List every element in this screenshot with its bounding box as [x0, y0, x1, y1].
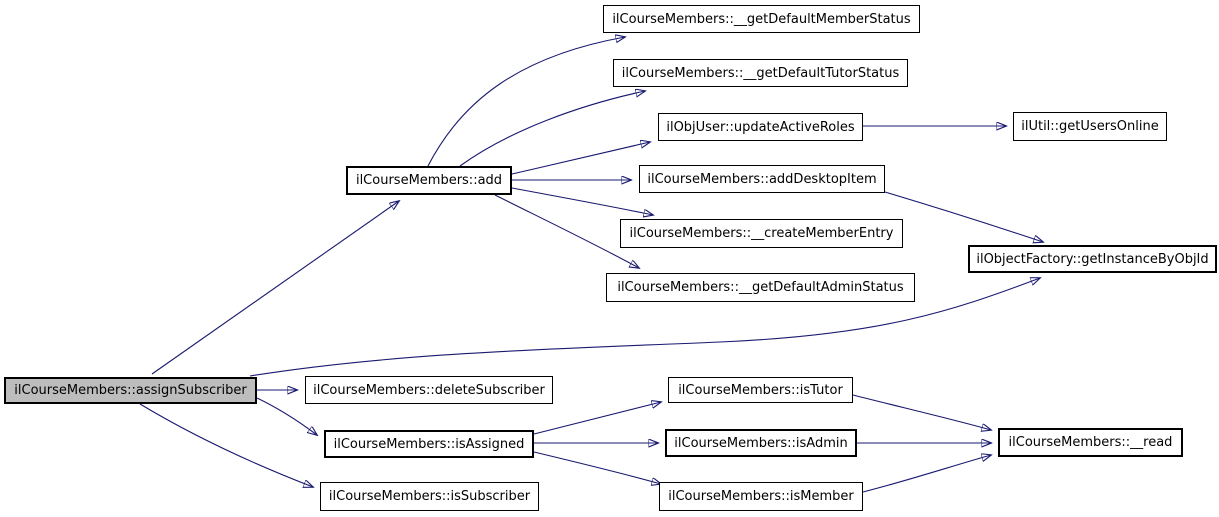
edge-add-to-getDefaultMemberStatus — [427, 37, 625, 167]
edge-add-to-createMemberEntry — [511, 187, 653, 215]
edge-assignSubscriber-to-add — [151, 201, 399, 375]
node-read[interactable]: ilCourseMembers::__read — [998, 428, 1183, 457]
node-createMemberEntry[interactable]: ilCourseMembers::__createMemberEntry — [620, 219, 903, 248]
edge-isTutor-to-read — [852, 394, 991, 430]
edge-isMember-to-read — [862, 455, 991, 493]
node-isAssigned[interactable]: ilCourseMembers::isAssigned — [324, 430, 534, 458]
edge-isAssigned-to-isTutor — [533, 402, 661, 435]
node-addDesktopItem[interactable]: ilCourseMembers::addDesktopItem — [639, 165, 885, 193]
node-isMember[interactable]: ilCourseMembers::isMember — [659, 482, 863, 511]
node-isAdmin[interactable]: ilCourseMembers::isAdmin — [665, 429, 857, 457]
node-getUsersOnline[interactable]: ilUtil::getUsersOnline — [1013, 112, 1167, 141]
edge-add-to-updateActiveRoles — [511, 142, 650, 175]
edge-isAssigned-to-isMember — [533, 451, 661, 484]
edge-add-to-getDefaultAdminStatus — [494, 194, 639, 268]
node-deleteSubscriber[interactable]: ilCourseMembers::deleteSubscriber — [305, 376, 553, 404]
node-isSubscriber[interactable]: ilCourseMembers::isSubscriber — [320, 482, 539, 511]
edge-assignSubscriber-to-isAssigned — [256, 397, 317, 435]
node-add[interactable]: ilCourseMembers::add — [346, 166, 512, 195]
node-getInstanceByObjId[interactable]: ilObjectFactory::getInstanceByObjId — [968, 245, 1217, 273]
edge-assignSubscriber-to-getInstanceByObjId — [249, 278, 1040, 377]
node-getDefaultMemberStatus[interactable]: ilCourseMembers::__getDefaultMemberStatu… — [603, 5, 920, 33]
node-updateActiveRoles[interactable]: ilObjUser::updateActiveRoles — [658, 113, 863, 141]
node-isTutor[interactable]: ilCourseMembers::isTutor — [668, 377, 853, 403]
edge-addDesktopItem-to-getInstanceByObjId — [884, 191, 1043, 242]
edge-assignSubscriber-to-isSubscriber — [139, 403, 313, 487]
edge-add-to-getDefaultTutorStatus — [459, 91, 645, 167]
node-getDefaultAdminStatus[interactable]: ilCourseMembers::__getDefaultAdminStatus — [606, 273, 915, 302]
node-assignSubscriber: ilCourseMembers::assignSubscriber — [4, 377, 257, 404]
node-getDefaultTutorStatus[interactable]: ilCourseMembers::__getDefaultTutorStatus — [613, 59, 908, 87]
